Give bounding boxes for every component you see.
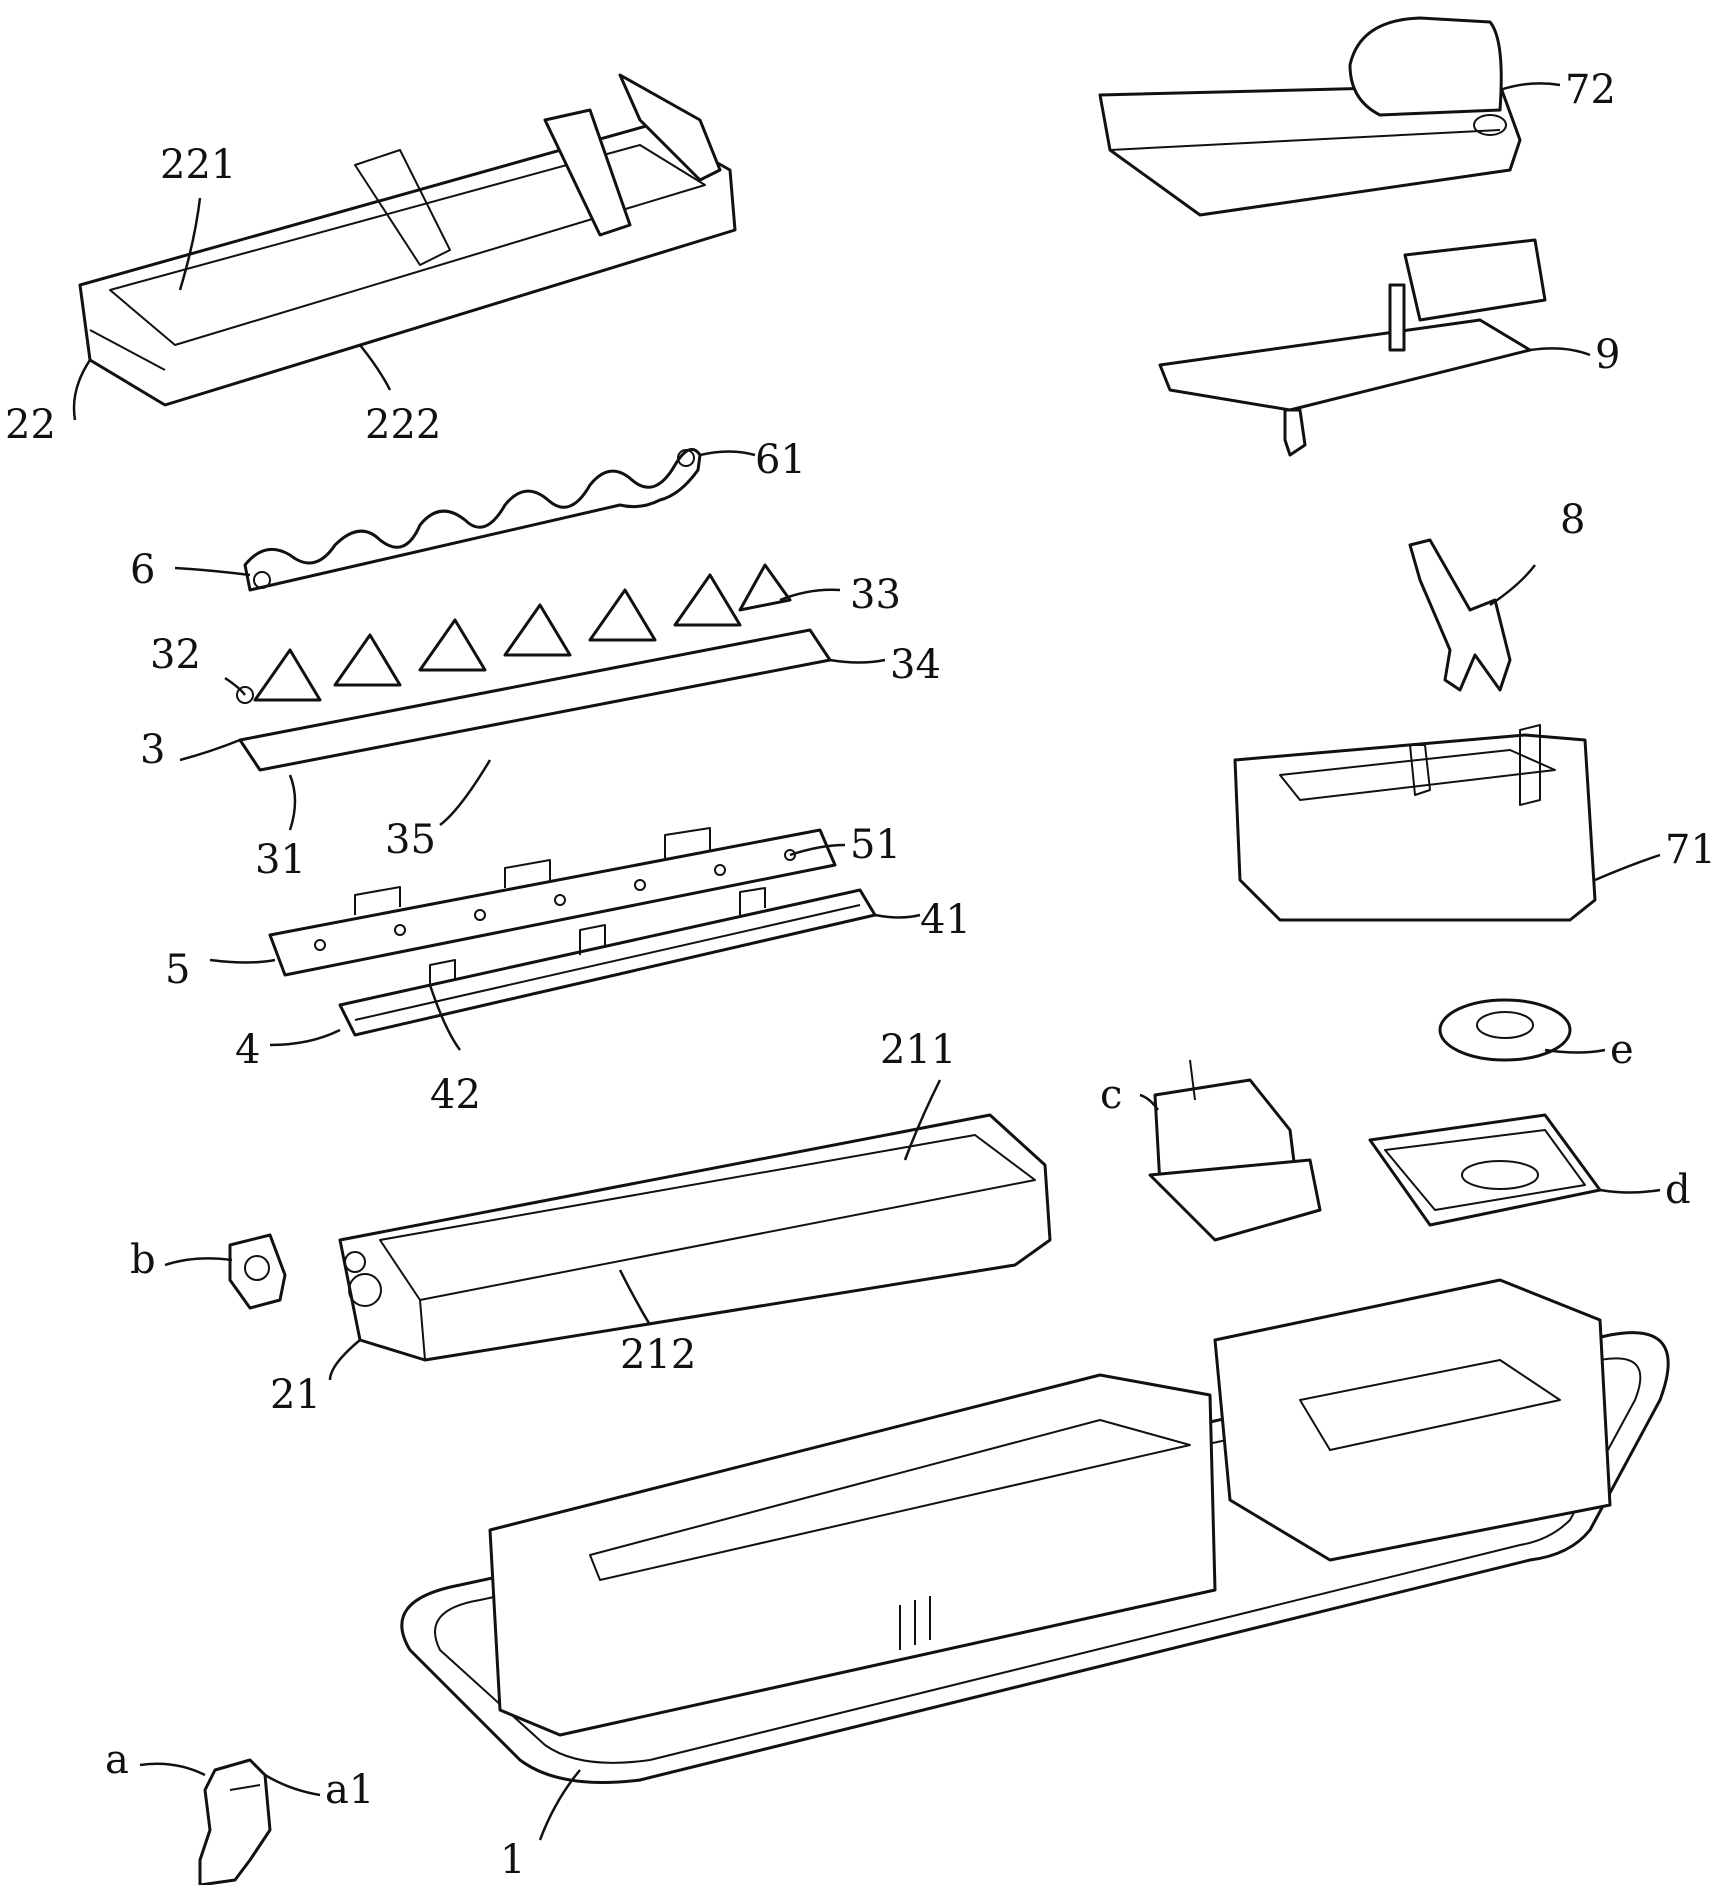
part-5-contact-plate — [270, 828, 835, 975]
label-51: 51 — [850, 825, 901, 865]
leader-41 — [875, 915, 920, 918]
label-6: 6 — [130, 550, 155, 590]
label-a: a — [105, 1740, 129, 1780]
leader-d — [1600, 1190, 1660, 1193]
leader-72 — [1500, 83, 1560, 90]
label-211: 211 — [880, 1030, 956, 1070]
leader-5 — [210, 960, 275, 963]
label-e: e — [1610, 1030, 1634, 1070]
leader-3 — [180, 740, 240, 760]
label-22: 22 — [5, 405, 56, 445]
leader-e — [1545, 1050, 1605, 1053]
label-31: 31 — [255, 840, 306, 880]
label-34: 34 — [890, 645, 941, 685]
label-212: 212 — [620, 1335, 696, 1375]
leader-a — [140, 1764, 205, 1775]
leader-31 — [290, 775, 295, 830]
label-221: 221 — [160, 145, 236, 185]
leader-b — [165, 1258, 232, 1265]
leader-21 — [330, 1340, 360, 1380]
leader-61 — [700, 452, 755, 456]
label-8: 8 — [1560, 500, 1585, 540]
part-b-clip — [230, 1235, 285, 1308]
part-22-upper-frame — [80, 75, 735, 405]
leader-71 — [1595, 855, 1660, 880]
part-6-spring-strip — [245, 449, 700, 590]
part-72-top-cover — [1100, 18, 1520, 215]
part-8-clip-spring — [1410, 540, 1510, 690]
label-9: 9 — [1595, 335, 1620, 375]
part-9-circuit-board — [1160, 240, 1545, 455]
label-71: 71 — [1665, 830, 1716, 870]
label-41: 41 — [920, 900, 971, 940]
label-a1: a1 — [325, 1770, 374, 1810]
label-3: 3 — [140, 730, 165, 770]
part-71-lamp-box — [1235, 725, 1595, 920]
label-b: b — [130, 1240, 156, 1280]
label-42: 42 — [430, 1075, 481, 1115]
leader-8 — [1490, 565, 1535, 605]
label-72: 72 — [1565, 70, 1616, 110]
label-c: c — [1100, 1075, 1122, 1115]
leader-35 — [440, 760, 490, 825]
leader-22 — [74, 360, 90, 420]
leader-4 — [270, 1030, 340, 1045]
leader-34 — [830, 660, 885, 663]
label-d: d — [1665, 1170, 1691, 1210]
label-4: 4 — [235, 1030, 260, 1070]
part-c-connector — [1150, 1060, 1320, 1240]
label-222: 222 — [365, 405, 441, 445]
leader-6 — [175, 568, 250, 575]
leader-a1 — [265, 1775, 320, 1795]
label-32: 32 — [150, 635, 201, 675]
part-1-base-housing — [402, 1280, 1668, 1783]
leader-222 — [360, 345, 390, 390]
label-1: 1 — [500, 1840, 525, 1880]
part-d-base-plate — [1370, 1115, 1600, 1225]
label-35: 35 — [385, 820, 436, 860]
leader-32 — [225, 678, 245, 695]
label-5: 5 — [165, 950, 190, 990]
part-a-metal-clip — [200, 1760, 270, 1885]
leader-9 — [1530, 348, 1590, 355]
label-33: 33 — [850, 575, 901, 615]
part-21-inner-case — [340, 1115, 1050, 1360]
label-61: 61 — [755, 440, 806, 480]
part-3-key-base — [237, 565, 830, 770]
label-21: 21 — [270, 1375, 321, 1415]
